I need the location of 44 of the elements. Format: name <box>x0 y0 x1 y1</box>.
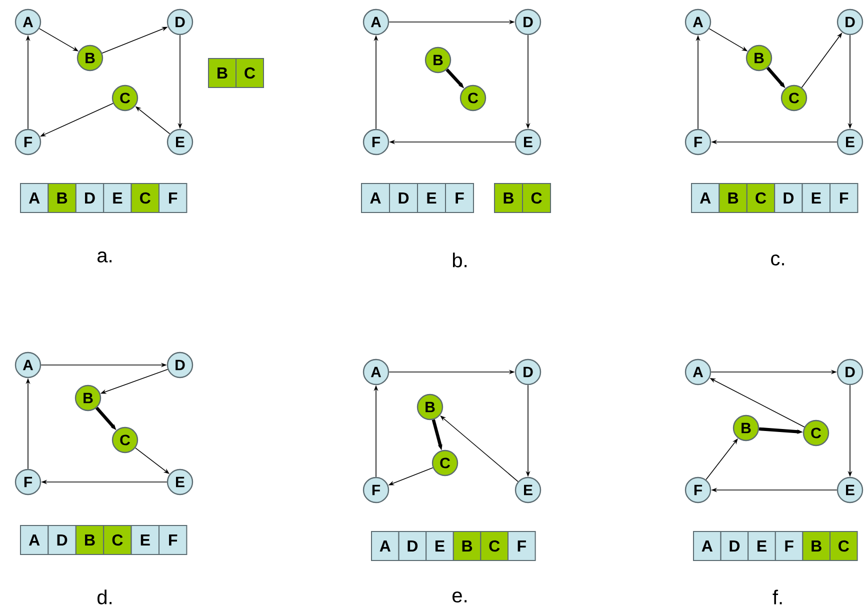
array-cell: C <box>480 531 508 561</box>
array-cell: E <box>748 531 776 561</box>
array-cell: B <box>75 525 104 555</box>
array-cell: B <box>718 183 748 213</box>
panel-caption: f. <box>772 590 782 604</box>
array-cell: A <box>20 525 49 555</box>
array-cell: B <box>494 183 523 213</box>
array-cell: D <box>774 183 803 213</box>
array-cell: F <box>158 183 188 213</box>
array-cell: F <box>445 183 474 213</box>
array-cell: D <box>75 183 104 213</box>
array-cell: A <box>20 183 49 213</box>
array-cell: C <box>746 183 776 213</box>
array-cell: C <box>130 183 160 213</box>
panel-caption: c. <box>771 254 784 266</box>
array-cell: D <box>389 183 418 213</box>
array-cell: C <box>522 183 551 213</box>
array-cell: E <box>417 183 446 213</box>
panel-caption: e. <box>452 592 467 602</box>
array-cell: C <box>103 525 132 555</box>
array-cell: B <box>452 531 482 561</box>
array-cell: B <box>48 183 76 213</box>
array-cell: A <box>371 531 400 561</box>
array-cell: D <box>720 531 749 561</box>
array-cell: D <box>48 525 76 555</box>
panel-caption: b. <box>452 252 467 268</box>
panel-caption: d. <box>98 590 112 604</box>
array-cell: B <box>208 58 236 88</box>
array-cell: F <box>508 531 536 561</box>
array-cell: E <box>802 183 830 213</box>
panel-caption: a. <box>98 252 112 262</box>
array-cell: C <box>830 531 858 561</box>
array-cell: F <box>158 525 188 555</box>
array-cell: C <box>236 58 264 88</box>
array-cell: A <box>693 531 722 561</box>
array-cell: E <box>426 531 454 561</box>
array-cell: F <box>774 531 804 561</box>
array-cell: F <box>830 183 858 213</box>
array-cell: A <box>361 183 390 213</box>
array-cell: D <box>398 531 427 561</box>
array-cell: B <box>802 531 830 561</box>
array-cell: E <box>130 525 160 555</box>
array-cell: E <box>103 183 132 213</box>
array-cell: A <box>691 183 720 213</box>
